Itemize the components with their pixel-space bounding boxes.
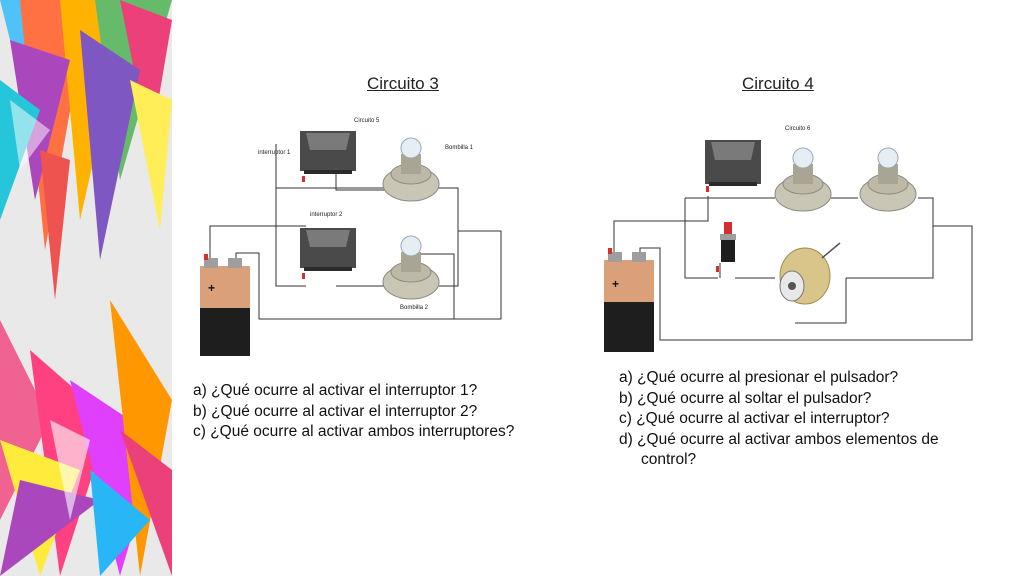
bulb-left (774, 147, 832, 212)
circuit-4-diagram: Circuito 6 + (604, 126, 973, 352)
question-item: b) ¿Qué ocurre al soltar el pulsador? (619, 389, 872, 407)
circuit-3-diagram: Circuito 5 interruptor 1 Bombilla 1 inte… (200, 118, 502, 356)
question-item: c) ¿Qué ocurre al activar ambos interrup… (193, 423, 515, 440)
battery: + (200, 254, 250, 356)
bulb-2-label: Bombilla 2 (400, 305, 429, 311)
question-item: c) ¿Qué ocurre al activar el interruptor… (619, 410, 890, 427)
bulb-right (859, 147, 917, 212)
circuit-3-title: Circuito 3 (367, 74, 439, 93)
bulb-1-label: Bombilla 1 (445, 145, 474, 151)
circuit-3-wires (209, 144, 502, 320)
battery: + (604, 248, 654, 352)
motor (779, 242, 841, 305)
switch (705, 140, 761, 192)
circuit-4-circuit-label: Circuito 6 (785, 126, 811, 132)
circuit-4-wires (613, 196, 973, 341)
question-item-continuation: control? (641, 451, 697, 468)
circuit-3-circuit-label: Circuito 5 (354, 118, 380, 124)
battery-plus-label: + (208, 281, 215, 295)
decorative-shards-panel (0, 0, 172, 576)
circuit-4-title: Circuito 4 (742, 74, 814, 93)
switch-1-label: interruptor 1 (258, 150, 291, 156)
circuit-3-questions: a) ¿Qué ocurre al activar el interruptor… (193, 381, 514, 443)
bulb-2 (382, 235, 440, 300)
question-item: a) ¿Qué ocurre al activar el interruptor… (193, 382, 478, 399)
switch-1 (300, 131, 356, 182)
question-item: b) ¿Qué ocurre al activar el interruptor… (193, 402, 478, 420)
switch-2 (300, 228, 356, 279)
circuit-4-questions: a) ¿Qué ocurre al presionar el pulsador?… (619, 368, 939, 471)
switch-2-label: interruptor 2 (310, 212, 343, 218)
question-item: a) ¿Qué ocurre al presionar el pulsador? (619, 369, 899, 386)
question-item: d) ¿Qué ocurre al activar ambos elemento… (619, 430, 939, 448)
bulb-1 (382, 137, 440, 202)
battery-plus-label: + (612, 277, 619, 291)
push-button (716, 222, 736, 272)
